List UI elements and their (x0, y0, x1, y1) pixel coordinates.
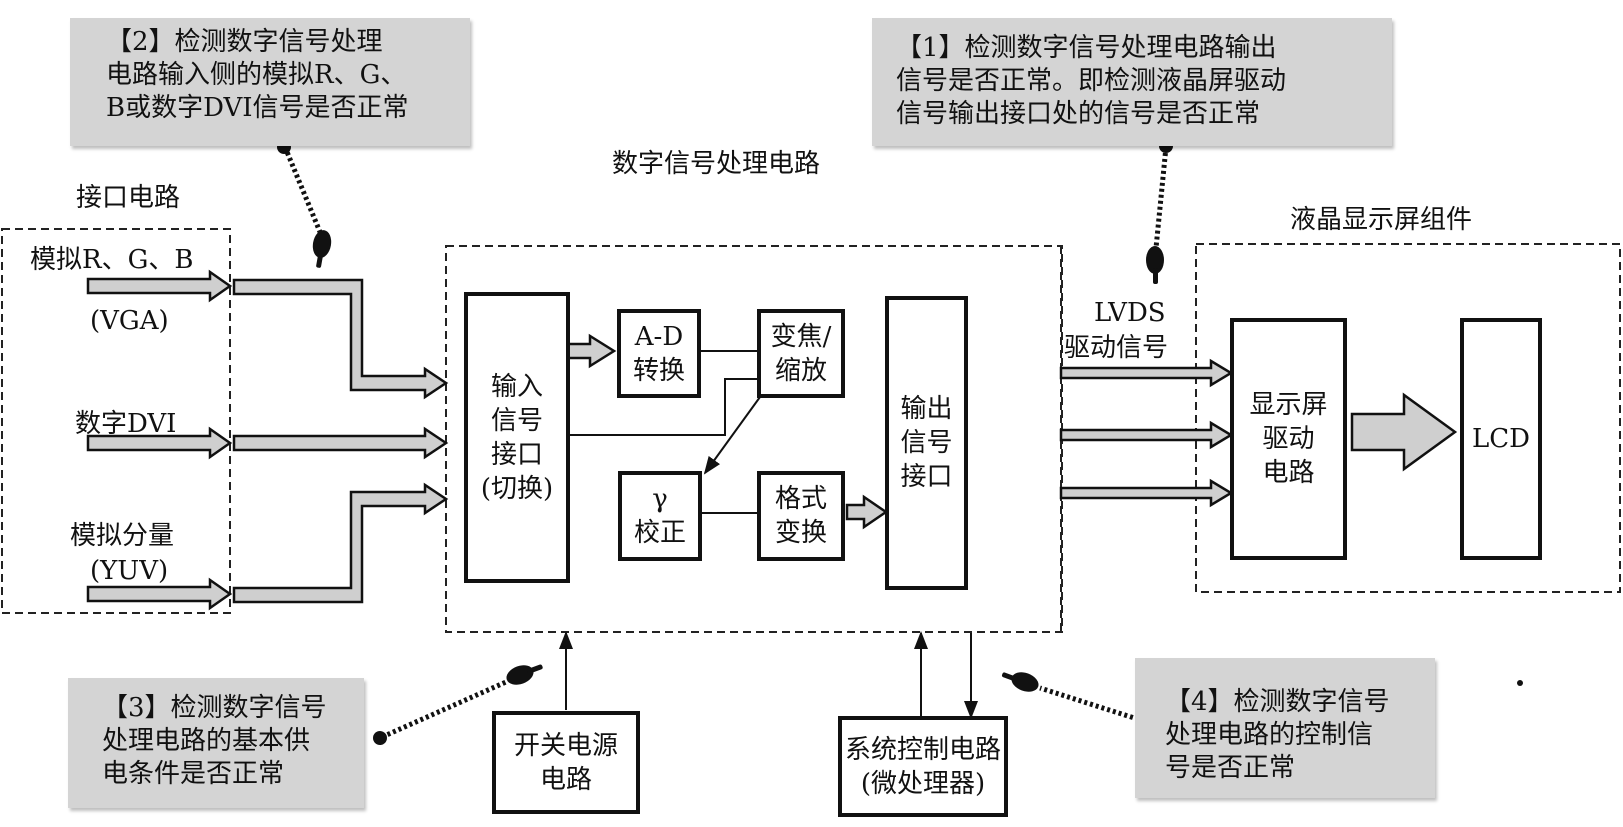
switching-power-block: 开关电源 电路 (492, 711, 640, 814)
yuv-route-arrow (232, 482, 449, 604)
format-convert-block: 格式 变换 (757, 471, 845, 561)
rgb-route-arrow (232, 278, 449, 400)
note-line: 信号是否正常。即检测液晶屏驱动 (896, 66, 1287, 96)
block-line: A-D (634, 321, 684, 352)
pointing-hand-icon (1146, 246, 1164, 284)
block-line: 变换 (774, 518, 827, 548)
block-line: 信号 (490, 405, 543, 436)
note2-leader (282, 146, 323, 233)
zoom-to-gamma-connector (703, 396, 761, 475)
block-line: 信号 (900, 428, 953, 458)
pointing-hand-icon (312, 230, 332, 268)
rgb-input-label: 模拟R、G、B (30, 245, 194, 275)
lvds-drive-label: 驱动信号 (1064, 333, 1169, 363)
input-to-ad-arrow (565, 333, 617, 369)
block-line: 缩放 (774, 355, 827, 386)
interface-circuit-title: 接口电路 (76, 183, 181, 213)
block-line: 变焦/ (770, 321, 832, 352)
note-line: 号是否正常 (1165, 753, 1296, 783)
driver-to-lcd-arrow (1350, 392, 1458, 472)
pointing-hand-icon (506, 664, 543, 685)
gamma-correction-block: γ 校正 (618, 471, 702, 561)
lcd-assembly-group (1195, 243, 1621, 593)
block-line: 格式 (774, 484, 827, 514)
block-line: 输出 (900, 394, 953, 424)
note4-leader (1039, 685, 1151, 726)
input-to-zoom-connector (567, 372, 787, 436)
block-line: 开关电源 (513, 730, 618, 761)
component-input-label: 模拟分量 (70, 521, 175, 551)
system-control-block: 系统控制电路 (微处理器) (838, 716, 1008, 817)
note-line: 【3】检测数字信号 (102, 693, 327, 723)
block-line: 驱动 (1262, 424, 1315, 454)
output-interface-block: 输出 信号 接口 (885, 296, 968, 590)
stray-dot (1517, 680, 1523, 686)
block-line: (微处理器) (860, 768, 986, 799)
lcd-block: LCD (1460, 318, 1542, 560)
note-line: 处理电路的基本供 (102, 726, 311, 756)
yuv-label: (YUV) (90, 556, 169, 586)
yuv-input-arrow (86, 577, 233, 611)
zoom-scale-block: 变焦/ 缩放 (757, 309, 845, 398)
lvds-arrow-1 (1059, 358, 1234, 388)
lvds-arrow-3 (1059, 478, 1234, 508)
note-line: 【1】检测数字信号处理电路输出 (896, 33, 1277, 63)
rgb-input-arrow (86, 269, 233, 303)
block-line: LCD (1471, 424, 1530, 454)
note-2: 【2】检测数字信号处理 电路输入侧的模拟R、G、 B或数字DVI信号是否正常 (70, 18, 470, 146)
block-line: 系统控制电路 (844, 734, 1001, 765)
note1-leader (1153, 146, 1169, 249)
note-3: 【3】检测数字信号 处理电路的基本供 电条件是否正常 (68, 678, 364, 808)
block-line: 接口 (490, 439, 543, 470)
note-line: 信号输出接口处的信号是否正常 (896, 99, 1261, 129)
block-line: γ (652, 484, 668, 514)
note-line: 【2】检测数字信号处理 (106, 27, 383, 57)
block-line: 校正 (633, 518, 686, 548)
block-line: 转换 (632, 355, 685, 386)
display-driver-block: 显示屏 驱动 电路 (1230, 318, 1347, 560)
note3-leader (380, 679, 508, 740)
block-line: 接口 (900, 462, 953, 492)
pointing-hand-icon (1001, 672, 1039, 692)
block-line: (切换) (480, 473, 554, 504)
block-line: 显示屏 (1249, 390, 1328, 420)
vga-label: (VGA) (90, 306, 169, 336)
note-1: 【1】检测数字信号处理电路输出 信号是否正常。即检测液晶屏驱动 信号输出接口处的… (872, 18, 1392, 146)
input-interface-block: 输入 信号 接口 (切换) (464, 292, 570, 583)
note-line: 【4】检测数字信号 (1165, 687, 1390, 717)
note-line: 处理电路的控制信 (1165, 720, 1374, 750)
lcd-assembly-title: 液晶显示屏组件 (1290, 205, 1473, 235)
dvi-input-arrow (86, 426, 233, 460)
note-line: B或数字DVI信号是否正常 (106, 93, 409, 123)
note-line: 电条件是否正常 (102, 759, 285, 789)
note-line: 电路输入侧的模拟R、G、 (106, 60, 407, 90)
format-to-output-arrow (845, 494, 889, 530)
dsp-circuit-title: 数字信号处理电路 (612, 149, 821, 179)
note3-dot (373, 731, 387, 745)
dvi-route-arrow (232, 426, 449, 460)
interface-circuit-group (1, 228, 231, 614)
block-line: 电路 (539, 764, 592, 795)
lvds-arrow-2 (1059, 420, 1234, 450)
lvds-label: LVDS (1094, 298, 1166, 328)
dvi-input-label: 数字DVI (75, 409, 177, 439)
note-4: 【4】检测数字信号 处理电路的控制信 号是否正常 (1135, 658, 1435, 798)
block-line: 电路 (1262, 458, 1315, 488)
block-line: 输入 (490, 371, 543, 402)
ad-convert-block: A-D 转换 (617, 309, 701, 398)
